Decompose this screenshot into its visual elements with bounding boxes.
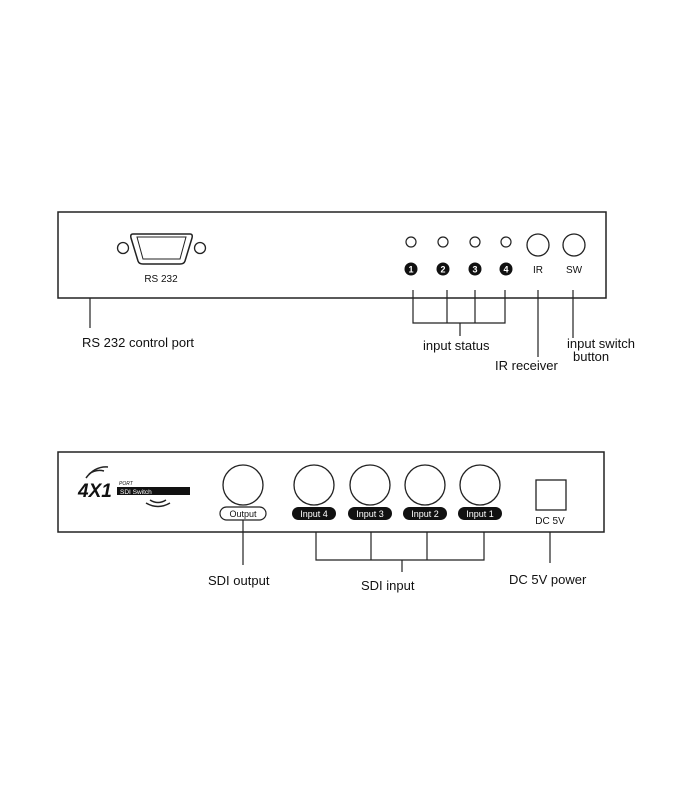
input-switch-callout-line1: input switch (567, 336, 635, 351)
svg-text:2: 2 (440, 265, 445, 275)
bnc-connector-icon (349, 464, 391, 506)
input-switch-callout-line2: button (573, 349, 609, 364)
ir-sensor-icon (526, 233, 550, 257)
ir-label: IR (533, 265, 543, 276)
svg-text:4: 4 (503, 265, 508, 275)
input-label-3: Input 3 (348, 507, 392, 520)
sw-label: SW (566, 265, 583, 276)
svg-text:3: 3 (472, 265, 477, 275)
svg-text:Output: Output (229, 509, 257, 519)
input-label-2: Input 2 (403, 507, 447, 520)
status-number-2: 2 (436, 262, 450, 276)
front-panel-body (57, 211, 607, 299)
bnc-connector-icon (222, 464, 264, 506)
push-button-icon[interactable] (562, 233, 586, 257)
bnc-connector-icon (459, 464, 501, 506)
sdi-output-callout: SDI output (208, 573, 270, 588)
dc-jack-icon (535, 479, 567, 511)
status-led-icon (437, 236, 449, 248)
bnc-connector-icon (293, 464, 335, 506)
rear-callout-lines (242, 520, 551, 572)
front-callout-lines (89, 290, 574, 357)
svg-text:Input 2: Input 2 (411, 509, 439, 519)
input-status-callout: input status (423, 338, 490, 353)
svg-text:Input 3: Input 3 (356, 509, 384, 519)
sdi-input-callout: SDI input (361, 578, 415, 593)
input-label-4: Input 4 (292, 507, 336, 520)
logo-main-text: 4X1 (77, 481, 112, 502)
status-number-4: 4 (499, 262, 513, 276)
dc-power-callout: DC 5V power (509, 572, 587, 587)
brand-logo: 4X1 PORT SDI Switch (77, 466, 190, 508)
db9-connector-icon (116, 233, 207, 265)
dc-label: DC 5V (535, 516, 565, 527)
svg-text:1: 1 (408, 265, 413, 275)
front-panel: RS 232 1 2 3 4 IR SW (57, 211, 607, 299)
rs232-port-callout: RS 232 control port (82, 335, 194, 350)
logo-port-text: PORT (119, 481, 134, 487)
ir-receiver-callout: IR receiver (495, 358, 559, 373)
svg-text:Input 4: Input 4 (300, 509, 328, 519)
status-led-icon (500, 236, 512, 248)
status-led-icon (405, 236, 417, 248)
status-led-icon (469, 236, 481, 248)
bnc-connector-icon (404, 464, 446, 506)
rear-panel: 4X1 PORT SDI Switch Output Input 4 Input… (57, 451, 605, 533)
status-number-1: 1 (404, 262, 418, 276)
logo-switch-text: SDI Switch (120, 489, 152, 496)
input-label-1: Input 1 (458, 507, 502, 520)
svg-text:Input 1: Input 1 (466, 509, 494, 519)
status-number-3: 3 (468, 262, 482, 276)
rs232-label: RS 232 (144, 274, 178, 285)
